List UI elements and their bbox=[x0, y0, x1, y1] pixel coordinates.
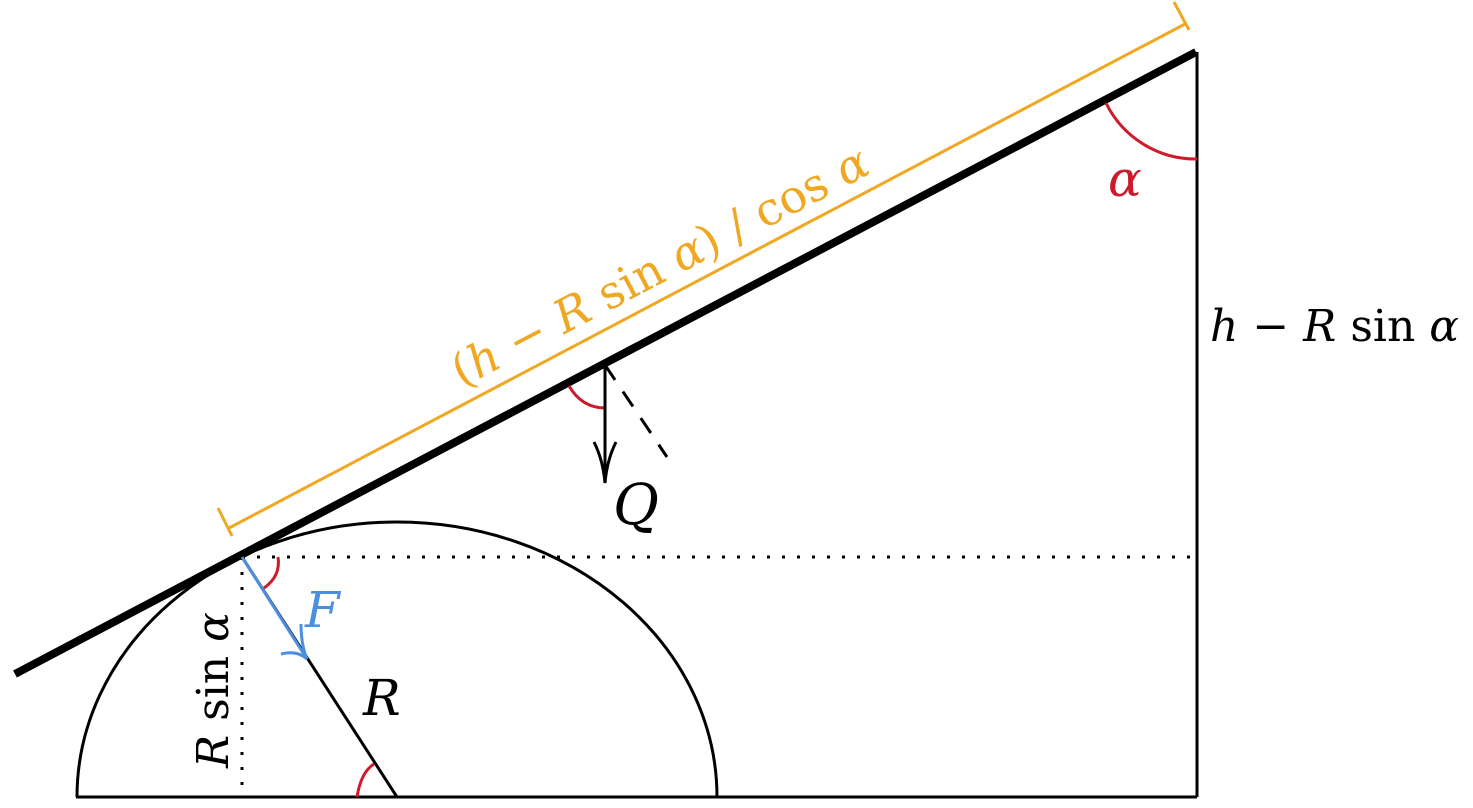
contact-angle-arc bbox=[263, 556, 280, 590]
force-arrowhead bbox=[280, 623, 309, 661]
weight-arrow bbox=[592, 365, 618, 484]
dimension-line bbox=[228, 22, 1186, 530]
dimension-tick-left bbox=[216, 507, 234, 537]
alpha-label: α bbox=[1108, 150, 1142, 208]
hypotenuse-dimension bbox=[216, 1, 1191, 537]
alpha-angle-arc bbox=[1104, 102, 1198, 161]
force-arrow bbox=[240, 556, 309, 661]
angle-arcs bbox=[263, 102, 1198, 798]
semicircle bbox=[75, 520, 719, 798]
radius-label: R bbox=[362, 669, 401, 727]
vert-minus-r: − R bbox=[1238, 301, 1350, 352]
left-height-label: R sin α bbox=[188, 612, 239, 769]
weight-label: Q bbox=[613, 473, 659, 538]
rod bbox=[13, 48, 1198, 678]
force-arrow-shaft bbox=[240, 556, 309, 660]
left-alpha: α bbox=[188, 612, 239, 656]
q-angle-arc bbox=[567, 385, 606, 410]
dimension-tick-right bbox=[1172, 1, 1191, 31]
weight-arrowhead bbox=[592, 441, 618, 484]
hypotenuse-label: (h − R sin α) / cos α bbox=[442, 134, 878, 397]
left-sin: sin bbox=[188, 656, 239, 721]
vertical-side-label: h − R sin α bbox=[1210, 301, 1459, 352]
center-angle-arc bbox=[355, 762, 375, 798]
vert-sin: sin bbox=[1350, 301, 1415, 352]
left-r: R bbox=[188, 721, 239, 769]
vert-h: h bbox=[1210, 301, 1238, 352]
force-label: F bbox=[304, 581, 342, 639]
vert-alpha: α bbox=[1415, 301, 1459, 352]
